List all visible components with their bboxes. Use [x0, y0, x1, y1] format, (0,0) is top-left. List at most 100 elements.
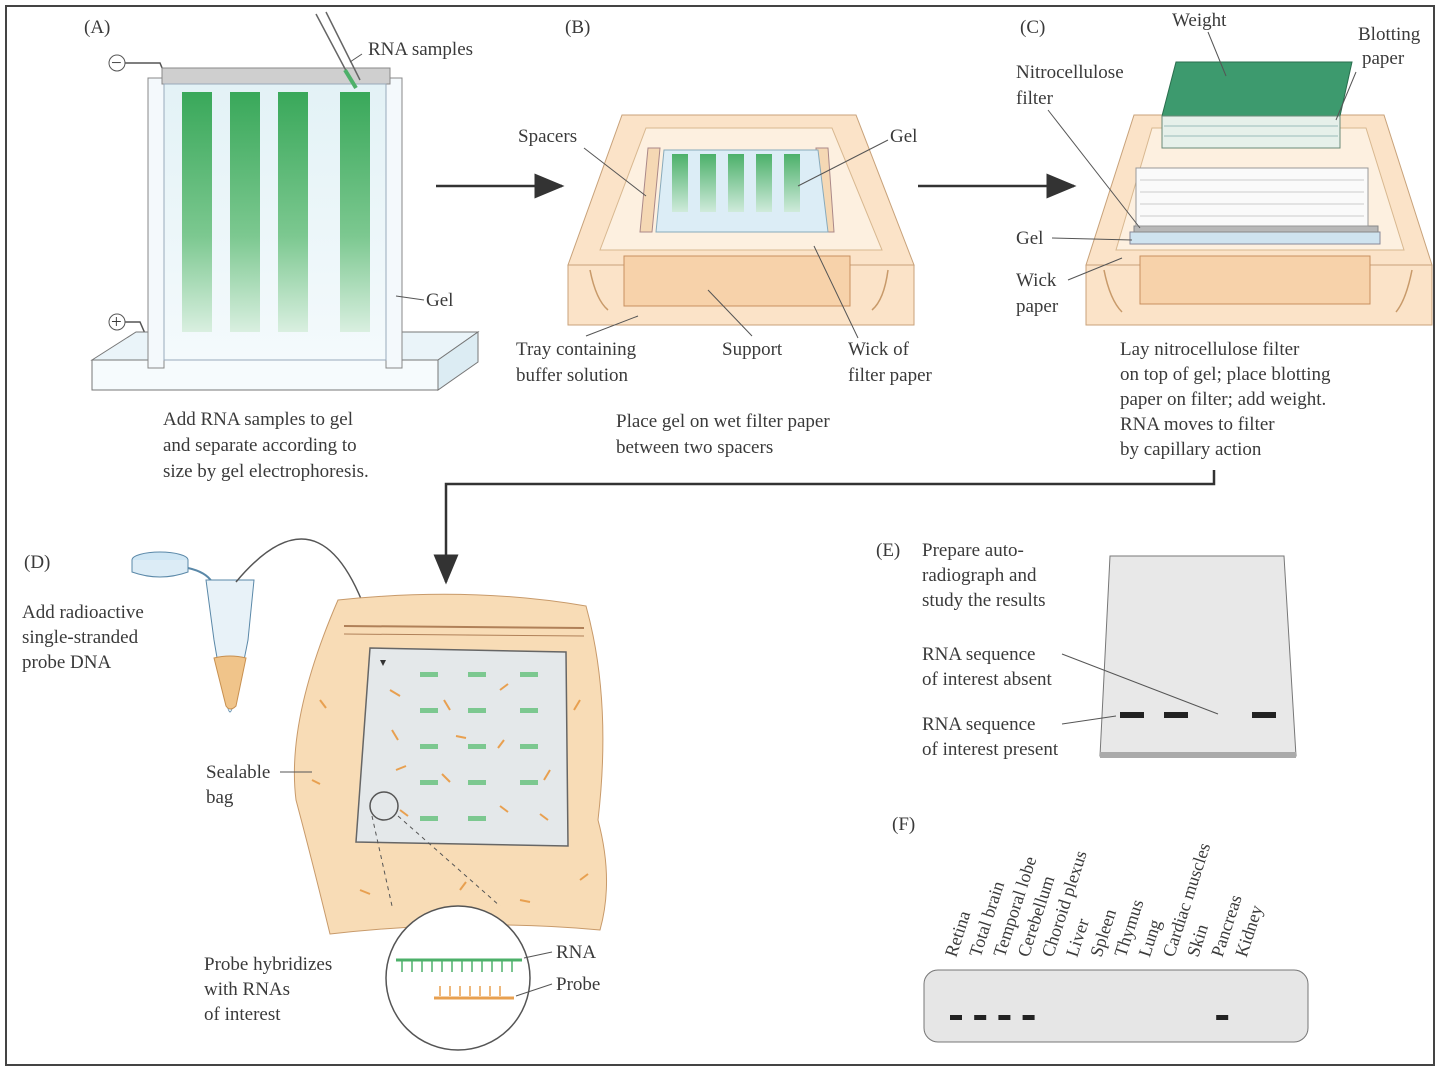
caption-c-line: RNA moves to filter — [1120, 414, 1275, 435]
probe-text: Add radioactive single-stranded probe DN… — [22, 602, 149, 673]
gel-lane — [340, 92, 370, 332]
blotting-label-line: Blotting — [1358, 24, 1421, 45]
absent-label-line: RNA sequence — [922, 644, 1035, 665]
hybrid-label-line: Probe hybridizes — [204, 954, 332, 975]
panel-f-label: (F) — [892, 814, 915, 835]
blot-band — [974, 1015, 987, 1020]
panel-a: (A) − + RNA samples Gel Add RNA samples … — [84, 11, 480, 482]
blotting-label-line: paper — [1362, 48, 1405, 69]
present-label: RNA sequence of interest present — [922, 714, 1059, 760]
zoom-detail-circle — [385, 905, 531, 1051]
film-band — [1164, 712, 1188, 718]
caption-c-line: on top of gel; place blotting — [1120, 364, 1331, 385]
bag-label-line: bag — [206, 787, 234, 808]
panel-d-label: (D) — [24, 552, 50, 573]
zoom-circle-marker — [369, 791, 399, 821]
panel-e-label: (E) — [876, 540, 900, 561]
probe-tube-icon — [131, 551, 255, 713]
wick-label-c-line: paper — [1016, 296, 1059, 317]
rna-samples-label: RNA samples — [368, 39, 473, 60]
weight-label: Weight — [1172, 10, 1227, 31]
gel-lane — [182, 92, 212, 332]
autoradiograph-film — [1099, 555, 1297, 757]
support-label: Support — [722, 339, 783, 360]
caption-a-line: Add RNA samples to gel — [163, 409, 353, 430]
weight-block — [1161, 61, 1353, 117]
blot-band — [1022, 1015, 1035, 1020]
wick-label-b-line: Wick of — [848, 339, 910, 360]
panel-b-label: (B) — [565, 17, 590, 38]
nitro-label: Nitrocellulose filter — [1016, 62, 1128, 109]
absent-label: RNA sequence of interest absent — [922, 644, 1053, 690]
support-block — [1139, 255, 1371, 305]
gel-label-c: Gel — [1016, 228, 1043, 249]
caption-c: Lay nitrocellulose filter on top of gel;… — [1120, 339, 1335, 460]
panel-c: (C) Weight Blotting paper Nitrocellulose — [1016, 10, 1433, 460]
caption-c-line: paper on filter; add weight. — [1120, 389, 1326, 410]
caption-e-line: Prepare auto- — [922, 540, 1024, 561]
panel-d: (D) Add radioactive single-stranded prob… — [22, 538, 608, 1051]
caption-c-line: by capillary action — [1120, 439, 1262, 460]
gel-lane — [756, 154, 772, 212]
hybrid-label: Probe hybridizes with RNAs of interest — [204, 954, 337, 1025]
wick-label-c: Wick paper — [1016, 270, 1061, 317]
absent-label-line: of interest absent — [922, 669, 1053, 690]
probe-label: Probe — [556, 974, 600, 995]
gel-lane — [784, 154, 800, 212]
caption-b-line: between two spacers — [616, 437, 773, 458]
support-block — [623, 255, 851, 307]
gel-lane — [230, 92, 260, 332]
hybrid-label-line: of interest — [204, 1004, 281, 1025]
caption-a-line: size by gel electrophoresis. — [163, 461, 369, 482]
hybrid-label-line: with RNAs — [204, 979, 290, 1000]
tray-label: Tray containing buffer solution — [516, 339, 641, 386]
minus-sign: − — [111, 53, 122, 74]
panel-b: (B) Spacers Gel Tray containing buffer s… — [516, 17, 933, 458]
probe-text-line: single-stranded — [22, 627, 139, 648]
caption-a: Add RNA samples to gel and separate acco… — [163, 409, 369, 482]
caption-e-line: radiograph and — [922, 565, 1037, 586]
panel-e: (E) Prepare auto- radiograph and study t… — [876, 540, 1297, 760]
caption-c-line: Lay nitrocellulose filter — [1120, 339, 1300, 360]
film-band — [1252, 712, 1276, 718]
tray-label-line: buffer solution — [516, 365, 629, 386]
panel-a-label: (A) — [84, 17, 110, 38]
caption-a-line: and separate according to — [163, 435, 357, 456]
blot-band — [998, 1015, 1011, 1020]
panel-c-label: (C) — [1020, 17, 1045, 38]
blot-strip — [923, 969, 1309, 1043]
blot-band — [950, 1015, 962, 1020]
wick-label-b-line: filter paper — [848, 365, 933, 386]
wick-label-b: Wick of filter paper — [848, 339, 933, 386]
gel-lane — [278, 92, 308, 332]
gel-lane — [700, 154, 716, 212]
nitro-label-line: filter — [1016, 88, 1054, 109]
present-label-line: of interest present — [922, 739, 1059, 760]
nitro-label-line: Nitrocellulose — [1016, 62, 1124, 83]
arrow-c-to-d — [433, 470, 1216, 585]
blotting-label: Blotting paper — [1358, 24, 1425, 69]
caption-e-line: study the results — [922, 590, 1046, 611]
wick-label-c-line: Wick — [1016, 270, 1057, 291]
caption-e: Prepare auto- radiograph and study the r… — [922, 540, 1046, 611]
plus-sign: + — [111, 312, 122, 333]
gel-lane — [672, 154, 688, 212]
gel-lane — [728, 154, 744, 212]
gel-label-b: Gel — [890, 126, 917, 147]
probe-text-line: Add radioactive — [22, 602, 144, 623]
spacers-label: Spacers — [518, 126, 577, 147]
bag-label-line: Sealable — [206, 762, 270, 783]
film-band — [1120, 712, 1144, 718]
present-label-line: RNA sequence — [922, 714, 1035, 735]
caption-b-line: Place gel on wet filter paper — [616, 411, 830, 432]
gel-label-a: Gel — [426, 290, 453, 311]
tissue-bands — [950, 1015, 1229, 1020]
caption-b: Place gel on wet filter paper between tw… — [616, 411, 834, 458]
probe-text-line: probe DNA — [22, 652, 111, 673]
rna-label: RNA — [556, 942, 596, 963]
gel-in-stack — [1129, 231, 1381, 245]
blot-band — [1216, 1015, 1229, 1020]
tray-label-line: Tray containing — [516, 339, 637, 360]
bag-label: Sealable bag — [206, 762, 275, 808]
